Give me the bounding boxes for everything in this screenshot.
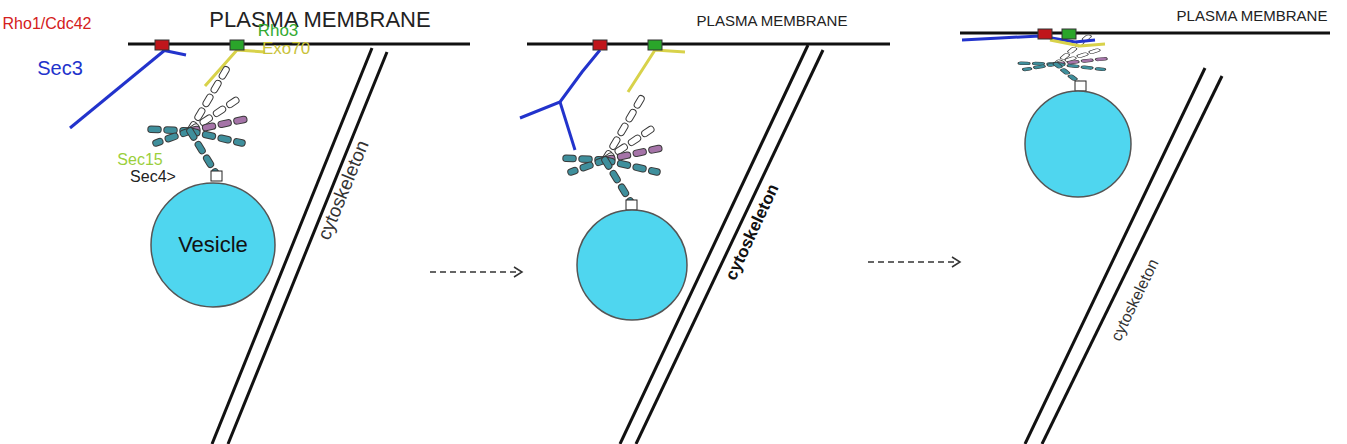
- panel-two: [520, 40, 890, 444]
- cytoskeleton-filament: [1025, 68, 1205, 444]
- protein-label: Sec15: [117, 152, 162, 168]
- sec3-subunit: [162, 50, 186, 55]
- membrane-label: PLASMA MEMBRANE: [1177, 8, 1328, 23]
- exo70-subunit: [628, 50, 685, 92]
- plasma-membrane: [527, 43, 890, 46]
- exo70-subunit: [1050, 40, 1105, 46]
- step-arrow-head: [952, 257, 960, 267]
- sec4-marker: [211, 171, 222, 181]
- panel-three: [960, 29, 1330, 444]
- cytoskeleton-label: cytoskeleton: [314, 138, 372, 243]
- step-arrow-line: [430, 271, 520, 273]
- step-arrow: [868, 257, 960, 267]
- rho1-cdc42-marker: [593, 40, 607, 50]
- cytoskeleton-label: cytoskeleton: [722, 181, 781, 282]
- membrane-label: PLASMA MEMBRANE: [697, 13, 848, 28]
- node-label: Vesicle: [178, 232, 248, 258]
- sec3-subunit: [560, 102, 575, 150]
- sec3-subunit: [520, 50, 600, 118]
- protein-label: Sec4>: [130, 169, 176, 185]
- rho3-marker: [648, 40, 662, 50]
- step-arrow: [430, 267, 522, 277]
- cytoskeleton-label: cytoskeleton: [1108, 257, 1161, 344]
- exocyst-complex: [559, 92, 661, 204]
- protein-label: Exo70: [262, 40, 310, 57]
- membrane-label: PLASMA MEMBRANE: [209, 9, 430, 31]
- sec3-subunit: [70, 50, 165, 128]
- step-arrow-line: [868, 261, 958, 263]
- step-arrow-head: [514, 267, 522, 277]
- vesicle-circle: [151, 183, 275, 307]
- sec4-marker: [626, 200, 637, 210]
- sec4-marker: [1075, 81, 1086, 91]
- rho3-marker: [230, 40, 244, 50]
- protein-label: Rho3: [258, 22, 299, 39]
- node-text-holder: Vesicle: [150, 182, 276, 308]
- exo70-subunit: [205, 50, 265, 86]
- rho1-cdc42-marker: [1038, 29, 1052, 39]
- vesicle-node: Vesicle: [150, 182, 276, 308]
- vesicle-circle: [577, 210, 687, 320]
- protein-label: Rho1/Cdc42: [3, 16, 92, 32]
- protein-label: Sec3: [37, 58, 83, 78]
- panel-one: [70, 40, 470, 444]
- vesicle-circle: [1025, 91, 1131, 197]
- rho3-marker: [1062, 29, 1076, 39]
- rho1-cdc42-marker: [155, 40, 169, 50]
- plasma-membrane: [960, 32, 1330, 35]
